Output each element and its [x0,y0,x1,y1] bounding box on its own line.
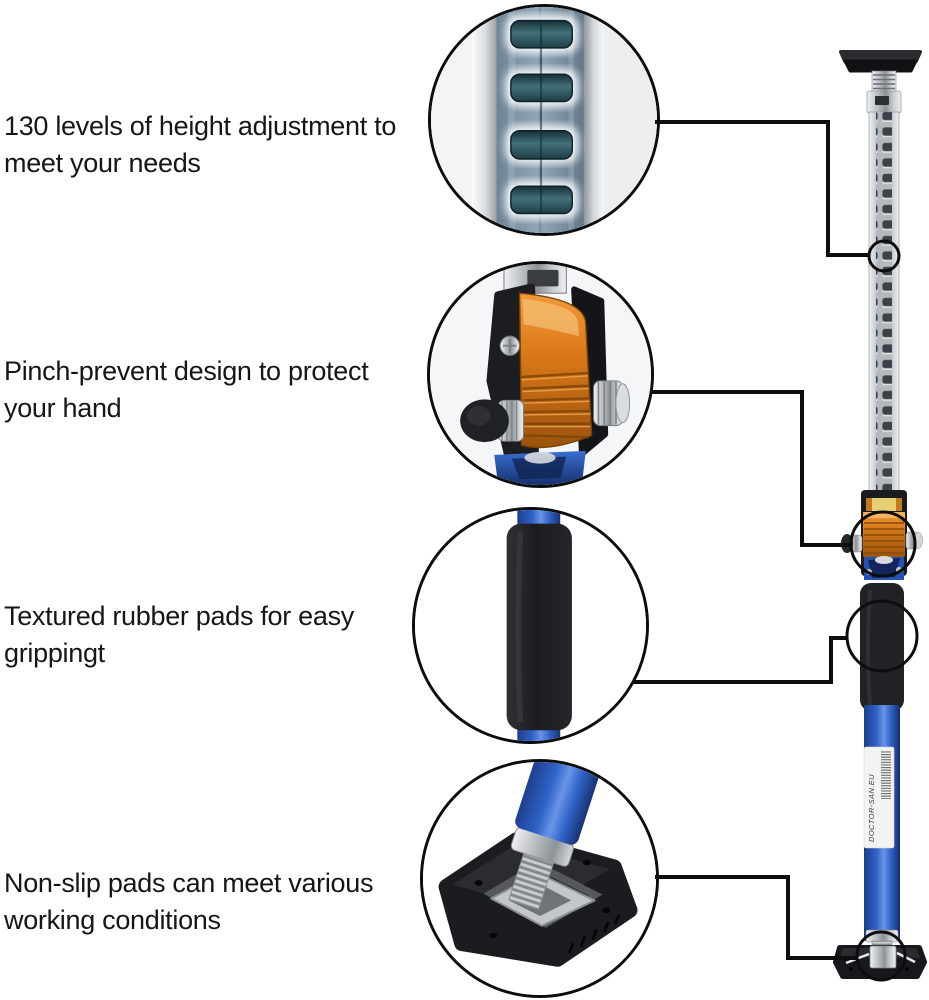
feature-text-pinch-prevent: Pinch-prevent design to protect your han… [4,353,436,427]
feature-line: your hand [4,393,122,423]
ratchet-holes-zoom-image [431,7,657,233]
base-pad-zoom-image [423,762,656,995]
clamp-blue-base [494,450,586,485]
channel-collar [866,90,902,114]
base-rubber-pad [833,945,927,979]
feature-line: meet your needs [4,148,201,178]
top-support-pad [839,50,922,73]
target-ring-base [855,930,907,982]
callout-circle-foam-grip [412,507,649,744]
locking-clamp [841,490,923,580]
top-spring-screw [871,70,897,93]
feature-text-non-slip: Non-slip pads can meet various working c… [4,865,436,939]
target-ring-clamp [849,510,917,578]
target-ring-foam [845,599,919,673]
clamp-orange-lever [518,292,593,449]
callout-circle-ratchet-holes [428,4,660,236]
callout-line-base [655,875,857,960]
clamp-zoom-image [430,264,651,485]
feature-line: working conditions [4,905,221,935]
feature-line: 130 levels of height adjustment to [4,111,397,141]
feature-line: Non-slip pads can meet various [4,868,374,898]
feature-text-height-adjustment: 130 levels of height adjustment to meet … [4,108,436,182]
callout-line-foam [633,636,847,684]
feature-text-rubber-pads: Textured rubber pads for easy grippingt [4,598,436,672]
feature-line: grippingt [4,638,105,668]
clamp-right-knob [593,380,631,427]
base-foot [833,929,927,979]
target-ring-ratchet [867,239,901,273]
label-text: DOCTOR-SAN.EU [867,774,876,842]
callout-line-clamp [650,390,851,547]
feature-line: Textured rubber pads for easy [4,601,354,631]
foam-hand-grip [860,583,904,711]
foam-grip-cylinder [506,523,572,731]
callout-circle-base-pad [420,759,659,998]
product-label-sticker: DOCTOR-SAN.EU [863,746,895,849]
clamp-knobs [841,531,923,553]
lower-blue-pole [864,705,900,941]
feature-line: Pinch-prevent design to protect [4,356,369,386]
callout-line-ratchet [655,120,869,257]
foam-grip-zoom-image [415,510,646,741]
base-screw-and-pole [508,762,620,910]
ratchet-channel [868,111,900,499]
clamp-left-knob [460,399,524,443]
clamp-frame-screw [499,335,521,357]
clamp-lower-mechanism [864,556,904,580]
callout-circle-clamp [427,261,654,488]
